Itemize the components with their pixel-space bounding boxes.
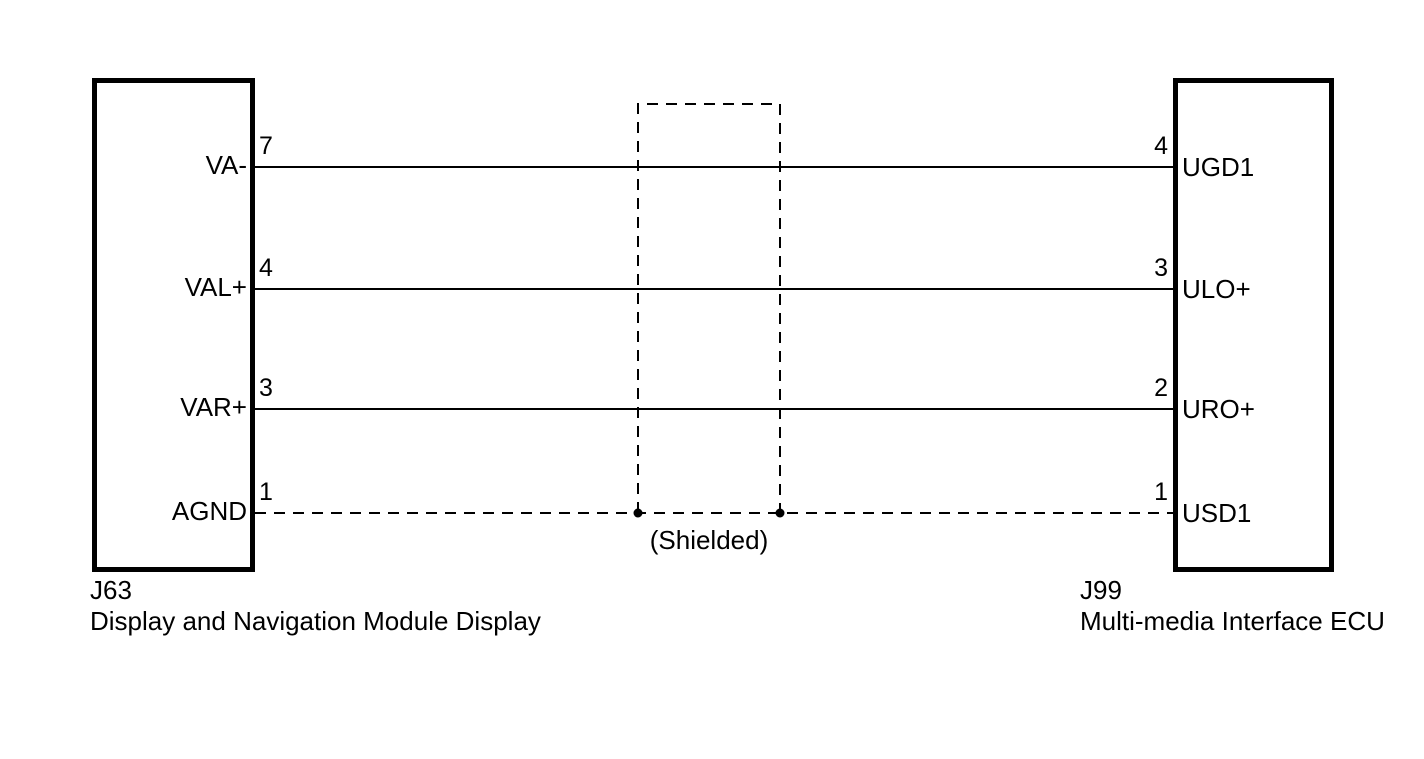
left-pin-label: AGND	[171, 496, 247, 526]
right-connector-name: Multi-media Interface ECU	[1080, 606, 1385, 636]
right-connector-box	[1173, 78, 1334, 572]
left-pin-label: VAL+	[184, 272, 247, 302]
left-pin-number: 1	[259, 478, 273, 506]
shield-junction-dot-left	[633, 508, 643, 518]
left-pin-number: 7	[259, 132, 273, 160]
left-connector-caption: J63 Display and Navigation Module Displa…	[90, 575, 541, 637]
right-connector-caption: J99 Multi-media Interface ECU	[1080, 575, 1385, 637]
left-pin-label: VA-	[205, 150, 247, 180]
right-pin-label: URO+	[1182, 394, 1255, 424]
right-pin-label: ULO+	[1182, 274, 1251, 304]
right-pin-label: USD1	[1182, 498, 1252, 528]
right-pin-number: 2	[1154, 374, 1168, 402]
right-pin-number: 1	[1154, 478, 1168, 506]
right-pin-label: UGD1	[1182, 152, 1255, 182]
shield-junction-dot-right	[775, 508, 785, 518]
left-connector-name: Display and Navigation Module Display	[90, 606, 541, 636]
left-pin-label: VAR+	[180, 392, 247, 422]
right-pin-number: 3	[1154, 254, 1168, 282]
left-connector-box	[92, 78, 255, 572]
shield-outline	[637, 103, 781, 513]
left-connector-id: J63	[90, 575, 132, 605]
left-pin-number: 4	[259, 254, 273, 282]
left-pin-number: 3	[259, 374, 273, 402]
right-connector-id: J99	[1080, 575, 1122, 605]
shield-label: (Shielded)	[649, 525, 769, 555]
right-pin-number: 4	[1154, 132, 1168, 160]
